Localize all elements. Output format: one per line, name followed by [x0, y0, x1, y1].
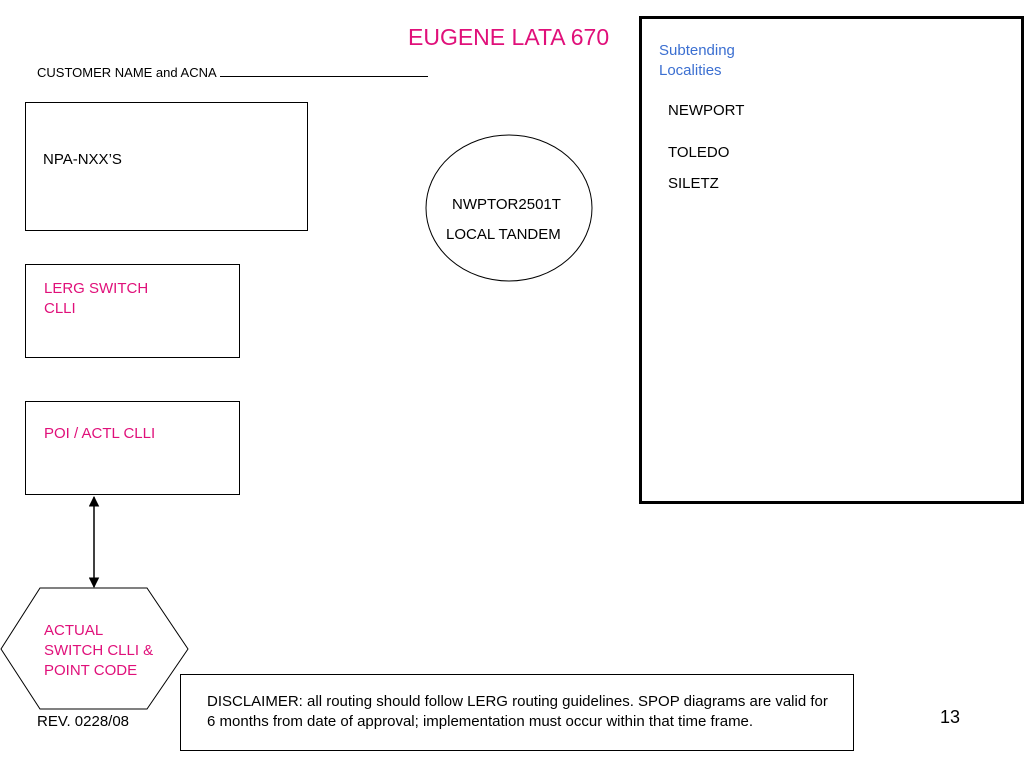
local-tandem-circle	[425, 134, 593, 282]
diagram-title: EUGENE LATA 670	[408, 24, 610, 50]
poi-actl-box: POI / ACTL CLLI	[25, 401, 240, 495]
page-number: 13	[940, 707, 961, 727]
revision-label: REV. 0228/08	[37, 713, 130, 730]
lerg-switch-label-line2: CLLI	[44, 300, 76, 317]
poi-actl-label: POI / ACTL CLLI	[44, 425, 156, 442]
actual-switch-label-line3: POINT CODE	[44, 662, 138, 679]
lerg-switch-label-line1: LERG SWITCH	[44, 280, 149, 297]
actual-switch-hexagon	[0, 587, 189, 710]
subtending-heading-line1: Subtending	[659, 42, 735, 59]
disclaimer-text: DISCLAIMER: all routing should follow LE…	[207, 693, 828, 730]
locality-item: NEWPORT	[668, 102, 745, 119]
tandem-type: LOCAL TANDEM	[446, 226, 561, 243]
actual-switch-label-line2: SWITCH CLLI &	[44, 642, 154, 659]
customer-name-label: CUSTOMER NAME and ACNA	[37, 65, 217, 80]
customer-name-blank	[219, 65, 428, 77]
subtending-localities-box: Subtending Localities NEWPORT TOLEDO SIL…	[639, 16, 1024, 504]
npa-nxx-label: NPA-NXX’S	[43, 151, 122, 168]
npa-nxx-box: NPA-NXX’S	[25, 102, 308, 231]
tandem-clli: NWPTOR2501T	[452, 196, 561, 213]
locality-item: SILETZ	[668, 175, 719, 192]
subtending-heading-line2: Localities	[659, 62, 722, 79]
customer-name-field: CUSTOMER NAME and ACNA	[37, 65, 428, 80]
locality-item: TOLEDO	[668, 144, 730, 161]
actual-switch-label-line1: ACTUAL	[44, 622, 104, 639]
lerg-switch-box: LERG SWITCH CLLI	[25, 264, 240, 358]
disclaimer-box: DISCLAIMER: all routing should follow LE…	[180, 674, 854, 751]
